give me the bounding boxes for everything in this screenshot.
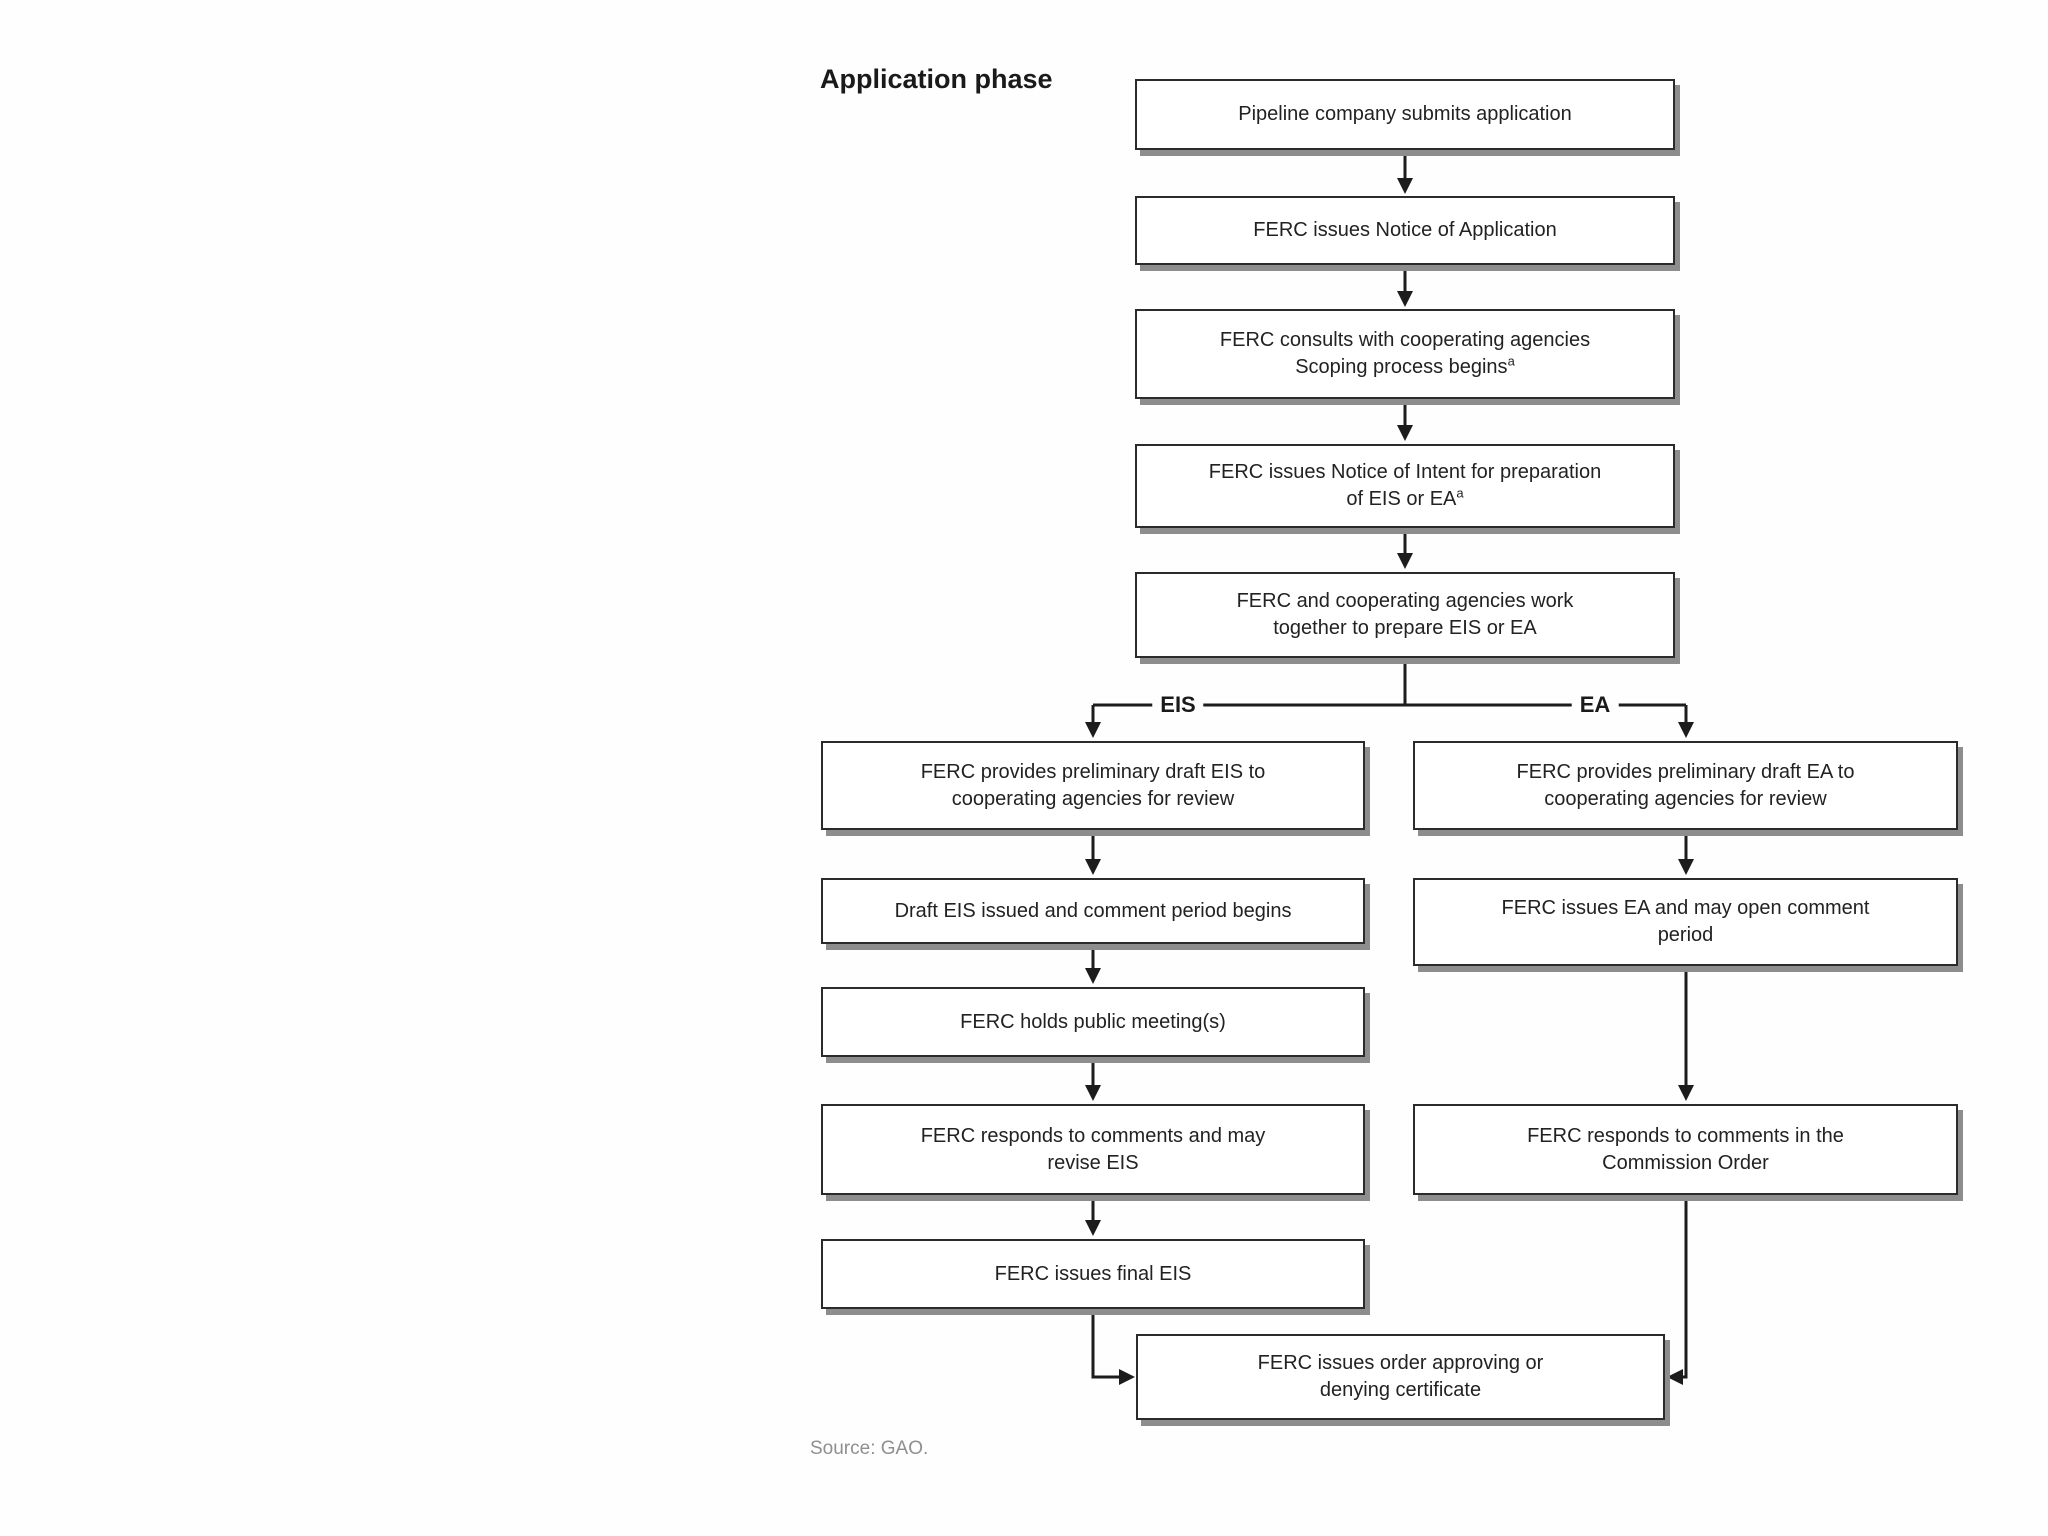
arrow-main1-main2	[1397, 151, 1413, 194]
node-text: period	[1657, 924, 1714, 946]
node-text: together to prepare EIS or EA	[1273, 617, 1537, 639]
node-text: Draft EIS issued and comment period begi…	[894, 899, 1292, 922]
node-text: FERC issues Notice of Application	[1253, 219, 1557, 241]
node-text: cooperating agencies for review	[1544, 787, 1827, 810]
arrow-eis2-eis3	[1085, 945, 1101, 984]
footnote-marker: a	[1456, 485, 1464, 501]
node-text: denying certificate	[1319, 1379, 1482, 1401]
arrow-main4-main5	[1397, 529, 1413, 569]
node-text: FERC issues Notice of Intent for prepara…	[1208, 461, 1602, 483]
flow-node-pipeline-submits-application: Pipeline company submits application	[1135, 79, 1675, 150]
node-text: Commission Order	[1602, 1151, 1769, 1174]
arrow-eis4-eis5	[1085, 1196, 1101, 1236]
flow-node-responds-comments-revise-eis: FERC responds to comments and may revise…	[821, 1104, 1365, 1195]
node-text: FERC issues order approving or	[1257, 1352, 1544, 1374]
diagram-title: Application phase	[820, 64, 1053, 94]
node-text: Scoping process beginsa	[1295, 353, 1515, 378]
arrow-main2-main3	[1397, 266, 1413, 307]
arrow-eis5-final	[1091, 1310, 1135, 1385]
flow-node-work-together-prepare: FERC and cooperating agencies work toget…	[1135, 572, 1675, 658]
node-text: FERC holds public meeting(s)	[960, 1010, 1226, 1033]
node-text: FERC and cooperating agencies work	[1236, 590, 1574, 612]
branch-label-ea: EA	[1571, 692, 1619, 718]
node-text: of EIS or EAa	[1346, 485, 1464, 510]
node-text: FERC responds to comments in the	[1527, 1124, 1844, 1147]
node-text: Pipeline company submits application	[1238, 103, 1572, 125]
arrow-ea1-ea2	[1678, 831, 1694, 875]
node-text: cooperating agencies for review	[951, 787, 1235, 810]
node-text: revise EIS	[1047, 1151, 1139, 1174]
flow-node-preliminary-draft-ea: FERC provides preliminary draft EA to co…	[1413, 741, 1958, 830]
flow-node-order-approving-denying: FERC issues order approving or denying c…	[1136, 1334, 1665, 1420]
flow-node-public-meetings: FERC holds public meeting(s)	[821, 987, 1365, 1057]
arrow-branch-eis	[1085, 705, 1101, 738]
flow-node-issues-ea-comment-period: FERC issues EA and may open comment peri…	[1413, 878, 1958, 966]
flow-node-notice-of-intent: FERC issues Notice of Intent for prepara…	[1135, 444, 1675, 528]
source-note: Source: GAO.	[810, 1438, 929, 1459]
arrow-eis1-eis2	[1085, 831, 1101, 875]
node-text: FERC responds to comments and may	[920, 1124, 1266, 1147]
footnote-marker: a	[1507, 353, 1515, 369]
arrow-branch-ea	[1678, 705, 1694, 738]
arrow-ea3-final	[1667, 1196, 1688, 1385]
node-text: FERC issues final EIS	[994, 1262, 1192, 1285]
node-text: FERC consults with cooperating agencies	[1219, 329, 1591, 351]
arrow-eis3-eis4	[1085, 1058, 1101, 1101]
flow-node-responds-comments-commission-order: FERC responds to comments in the Commiss…	[1413, 1104, 1958, 1195]
node-text: FERC provides preliminary draft EIS to	[920, 760, 1266, 783]
flow-node-notice-of-application: FERC issues Notice of Application	[1135, 196, 1675, 265]
arrow-ea2-ea3	[1678, 967, 1694, 1101]
branch-label-eis: EIS	[1152, 692, 1204, 718]
node-text: FERC issues EA and may open comment	[1501, 897, 1870, 919]
arrow-main3-main4	[1397, 400, 1413, 441]
node-text: FERC provides preliminary draft EA to	[1516, 760, 1855, 783]
flow-node-consults-cooperating-agencies: FERC consults with cooperating agencies …	[1135, 309, 1675, 399]
flow-node-draft-eis-issued: Draft EIS issued and comment period begi…	[821, 878, 1365, 944]
flow-node-preliminary-draft-eis: FERC provides preliminary draft EIS to c…	[821, 741, 1365, 830]
flow-node-final-eis: FERC issues final EIS	[821, 1239, 1365, 1309]
